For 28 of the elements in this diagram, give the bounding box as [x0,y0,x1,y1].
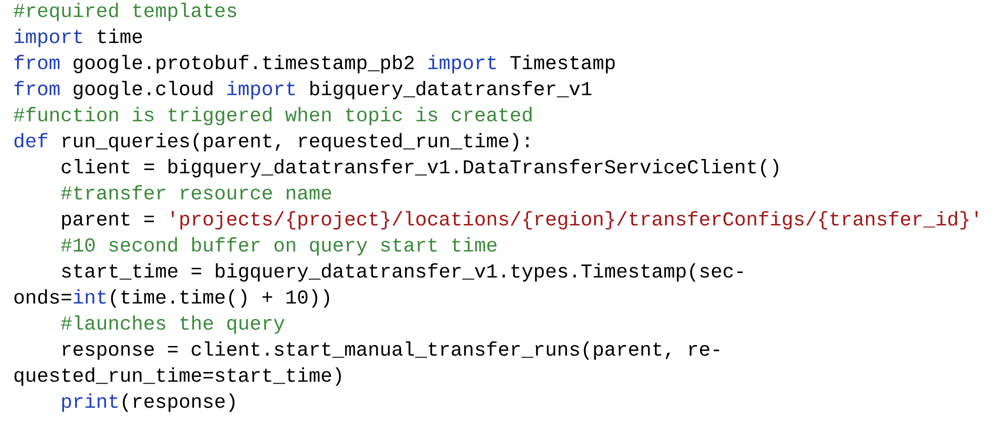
code-keyword: import [428,54,496,74]
code-comment: #launches the query [61,315,284,334]
code-text: response = client.start_manual_transfer_runs(parent, re- [62,341,720,360]
code-keyword: from [14,80,60,96]
code-text: time [98,28,142,44]
code-comment: #10 second buffer on query start time [61,237,497,256]
code-text: quested_run_time=start_time) [14,367,341,386]
code-keyword: import [227,80,295,100]
code-text: run_queries(parent, requested_run_time): [62,132,528,152]
code-text: start_time = bigquery_datatransfer_v1.types.Timestamp(sec- [62,263,743,282]
code-string: 'projects/{project}/locations/{region}/transferConfigs/{transfer_id}' [172,211,978,230]
code-keyword: def [14,132,48,148]
code-text: Timestamp [510,54,615,74]
code-text: google.cloud [74,80,212,100]
code-text: google.protobuf.timestamp_pb2 [74,54,414,74]
code-text: client = bigquery_datatransfer_v1.DataTransferServiceClient() [62,159,778,178]
code-keyword: from [14,54,60,70]
code-keyword: import [14,28,82,48]
code-keyword: print [62,393,118,412]
code-comment: #function is triggered when topic is created [14,106,532,126]
code-text: (time.time() + 10)) [111,289,330,308]
code-text: onds= [14,289,72,304]
code-comment: #transfer resource name [61,185,332,200]
code-text: parent = [62,212,154,230]
code-text: (response) [122,393,234,412]
code-comment: #required templates [14,2,236,22]
code-keyword: int [74,289,106,304]
code-text: bigquery_datatransfer_v1 [310,80,592,100]
